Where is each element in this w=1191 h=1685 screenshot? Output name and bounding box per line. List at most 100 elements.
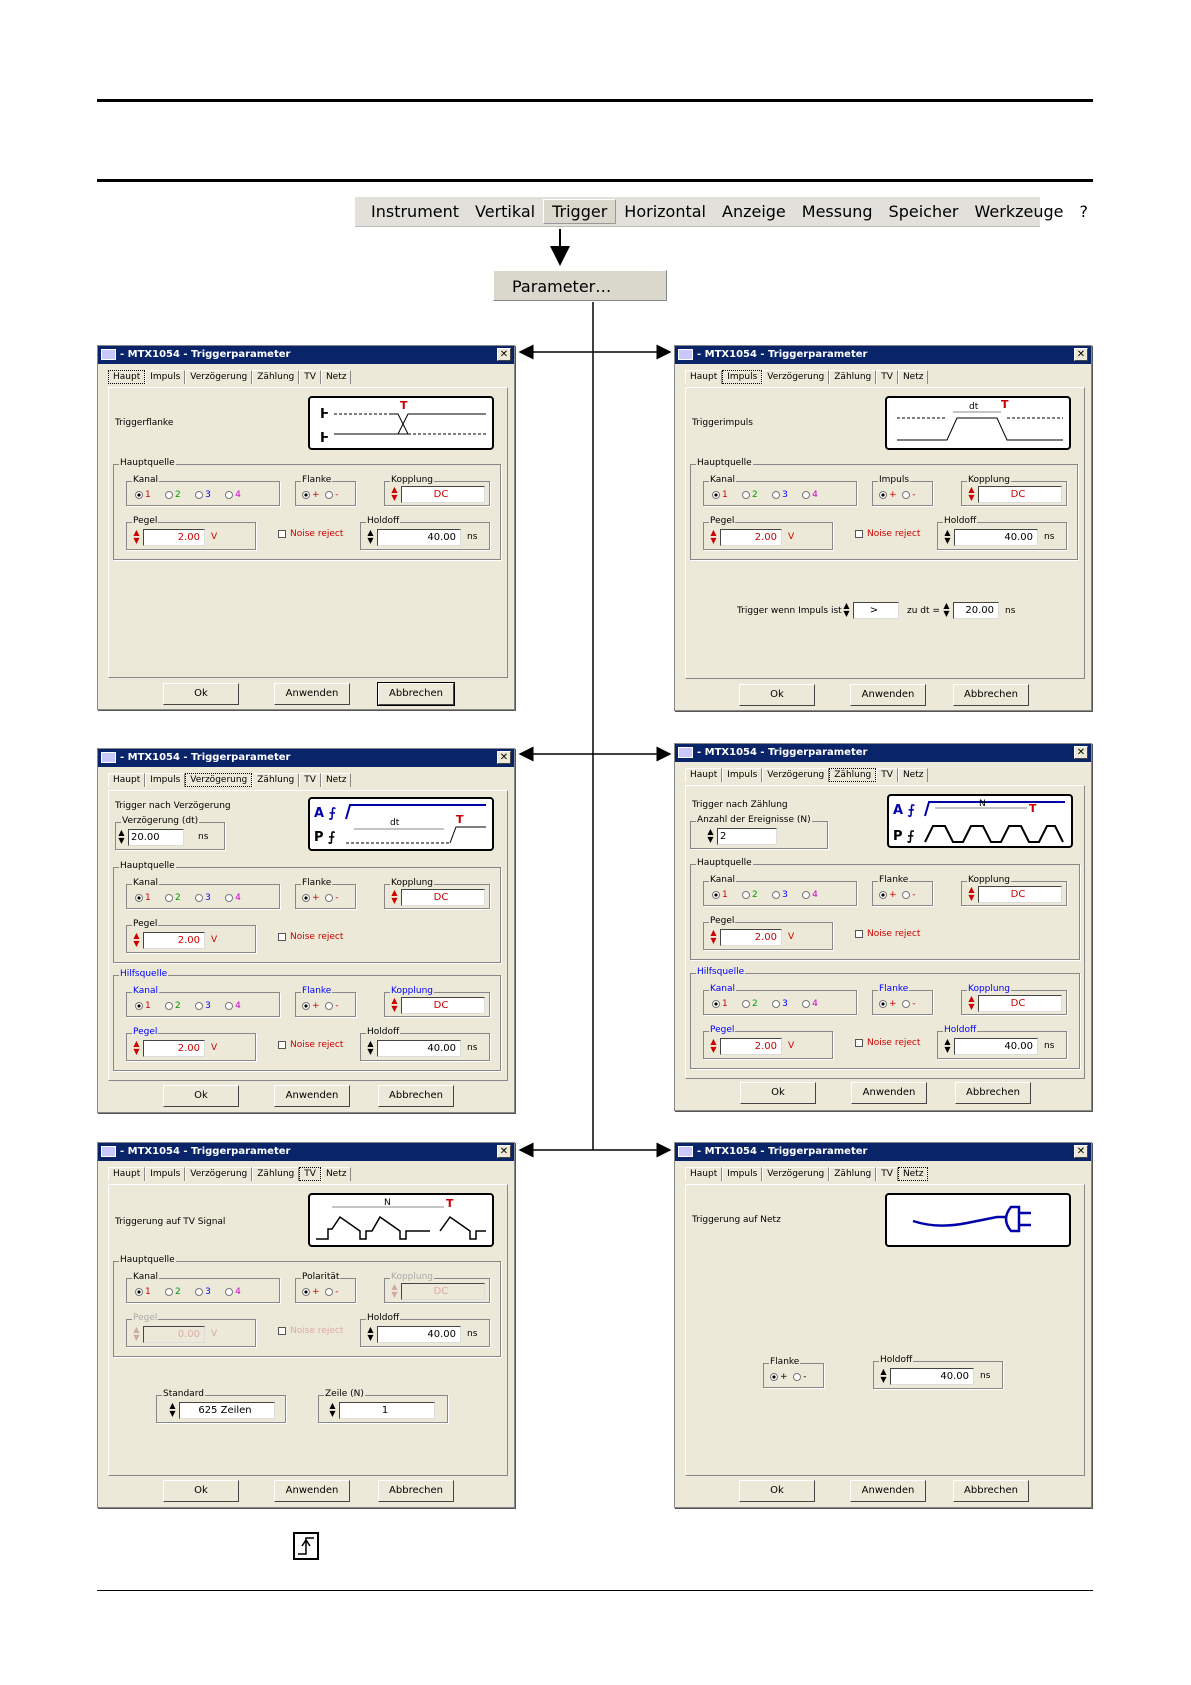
radio-ch3[interactable]	[195, 490, 204, 499]
spin-arrows-icon[interactable]: ▲▼	[710, 1037, 717, 1054]
cancel-button[interactable]: Abbrechen	[955, 1082, 1031, 1104]
checkbox-box[interactable]	[855, 929, 863, 938]
close-icon[interactable]: ✕	[497, 1145, 511, 1158]
radio-ch4[interactable]	[802, 490, 811, 499]
coupling-field[interactable]: DC	[978, 886, 1062, 903]
tab-netz[interactable]: Netz	[897, 768, 929, 782]
checkbox-box[interactable]	[278, 932, 286, 941]
cancel-button[interactable]: Abbrechen	[378, 1480, 454, 1502]
spin-arrows-icon[interactable]: ▲▼	[118, 828, 125, 845]
count-field[interactable]: 2	[717, 828, 777, 845]
tab-haupt[interactable]: Haupt	[685, 768, 723, 782]
radio-ch2[interactable]	[742, 999, 751, 1008]
tab-netz[interactable]: Netz	[320, 773, 352, 787]
radio-ch1[interactable]	[135, 1287, 143, 1296]
spin-arrows-icon[interactable]: ▲▼	[133, 528, 140, 545]
radio-ch2[interactable]	[742, 490, 751, 499]
spin-arrows-icon[interactable]: ▲▼	[944, 528, 951, 545]
noise-reject-checkbox[interactable]: Noise reject	[855, 529, 920, 539]
radio-ch3[interactable]	[195, 1287, 204, 1296]
tab-haupt[interactable]: Haupt	[108, 370, 146, 384]
radio-minus[interactable]	[325, 1287, 334, 1296]
tab-zaehlung[interactable]: Zählung	[829, 768, 877, 782]
spin-arrows-icon[interactable]: ▲▼	[843, 601, 850, 618]
radio-minus[interactable]	[325, 490, 334, 499]
radio-minus[interactable]	[902, 999, 911, 1008]
line-field[interactable]: 1	[339, 1402, 435, 1419]
spin-arrows-icon[interactable]: ▲▼	[367, 1325, 374, 1342]
level-field[interactable]: 2.00	[143, 529, 205, 546]
ok-button[interactable]: Ok	[739, 1480, 815, 1502]
menu-vertikal[interactable]: Vertikal	[475, 202, 536, 221]
tab-netz[interactable]: Netz	[897, 1167, 929, 1181]
delay-field[interactable]: 20.00	[128, 829, 184, 846]
checkbox-box[interactable]	[855, 529, 863, 538]
spin-arrows-icon[interactable]: ▲▼	[710, 528, 717, 545]
ok-button[interactable]: Ok	[739, 684, 815, 706]
radio-ch1[interactable]	[712, 490, 720, 499]
tab-netz[interactable]: Netz	[320, 1167, 352, 1181]
dt-field[interactable]: 20.00	[953, 602, 999, 619]
apply-button[interactable]: Anwenden	[851, 1082, 927, 1104]
tab-impuls[interactable]: Impuls	[722, 370, 763, 384]
close-icon[interactable]: ✕	[497, 348, 511, 361]
radio-ch4[interactable]	[225, 1287, 234, 1296]
close-icon[interactable]: ✕	[497, 751, 511, 764]
apply-button[interactable]: Anwenden	[274, 683, 350, 705]
level-field[interactable]: 2.00	[720, 529, 782, 546]
tab-impuls[interactable]: Impuls	[145, 370, 186, 384]
tab-zaehlung[interactable]: Zählung	[829, 1167, 877, 1181]
radio-ch2[interactable]	[742, 890, 751, 899]
spin-arrows-icon[interactable]: ▲▼	[329, 1401, 336, 1418]
noise-reject-checkbox[interactable]: Noise reject	[278, 932, 343, 942]
radio-ch4[interactable]	[802, 999, 811, 1008]
spin-arrows-icon[interactable]: ▲▼	[133, 1039, 140, 1056]
ok-button[interactable]: Ok	[163, 683, 239, 705]
spin-arrows-icon[interactable]: ▲▼	[710, 928, 717, 945]
level-field[interactable]: 2.00	[143, 1040, 205, 1057]
spin-arrows-icon[interactable]: ▲▼	[943, 601, 950, 618]
radio-ch3[interactable]	[772, 890, 781, 899]
tab-tv[interactable]: TV	[299, 1167, 321, 1181]
tab-tv[interactable]: TV	[876, 1167, 898, 1181]
tab-netz[interactable]: Netz	[320, 370, 352, 384]
menu-help[interactable]: ?	[1079, 202, 1088, 221]
radio-plus[interactable]	[302, 490, 310, 499]
coupling-field[interactable]: DC	[978, 995, 1062, 1012]
cancel-button[interactable]: Abbrechen	[953, 1480, 1029, 1502]
menu-werkzeuge[interactable]: Werkzeuge	[974, 202, 1064, 221]
radio-ch4[interactable]	[225, 893, 234, 902]
menu-speicher[interactable]: Speicher	[888, 202, 959, 221]
radio-plus[interactable]	[879, 490, 887, 499]
level-field[interactable]: 2.00	[143, 932, 205, 949]
spin-arrows-icon[interactable]: ▲▼	[367, 528, 374, 545]
tab-verzoegerung[interactable]: Verzögerung	[762, 370, 830, 384]
tab-tv[interactable]: TV	[876, 370, 898, 384]
tab-zaehlung[interactable]: Zählung	[829, 370, 877, 384]
holdoff-field[interactable]: 40.00	[377, 1040, 461, 1057]
holdoff-field[interactable]: 40.00	[954, 529, 1038, 546]
spin-arrows-icon[interactable]: ▲▼	[968, 885, 975, 902]
holdoff-field[interactable]: 40.00	[890, 1368, 974, 1385]
holdoff-field[interactable]: 40.00	[377, 529, 461, 546]
ok-button[interactable]: Ok	[163, 1480, 239, 1502]
pulse-condition-field[interactable]: >	[853, 602, 899, 619]
radio-ch1[interactable]	[135, 490, 143, 499]
spin-arrows-icon[interactable]: ▲▼	[944, 1037, 951, 1054]
menu-instrument[interactable]: Instrument	[371, 202, 460, 221]
ok-button[interactable]: Ok	[163, 1085, 239, 1107]
ok-button[interactable]: Ok	[740, 1082, 816, 1104]
tab-verzoegerung[interactable]: Verzögerung	[762, 1167, 830, 1181]
cancel-button[interactable]: Abbrechen	[377, 682, 455, 706]
tab-tv[interactable]: TV	[876, 768, 898, 782]
apply-button[interactable]: Anwenden	[850, 1480, 926, 1502]
radio-plus[interactable]	[770, 1372, 778, 1381]
radio-plus[interactable]	[302, 1001, 310, 1010]
radio-ch1[interactable]	[135, 893, 143, 902]
close-icon[interactable]: ✕	[1074, 348, 1088, 361]
spin-arrows-icon[interactable]: ▲▼	[169, 1401, 176, 1418]
tab-tv[interactable]: TV	[299, 370, 321, 384]
radio-ch2[interactable]	[165, 893, 174, 902]
tab-impuls[interactable]: Impuls	[722, 768, 763, 782]
radio-minus[interactable]	[325, 893, 334, 902]
